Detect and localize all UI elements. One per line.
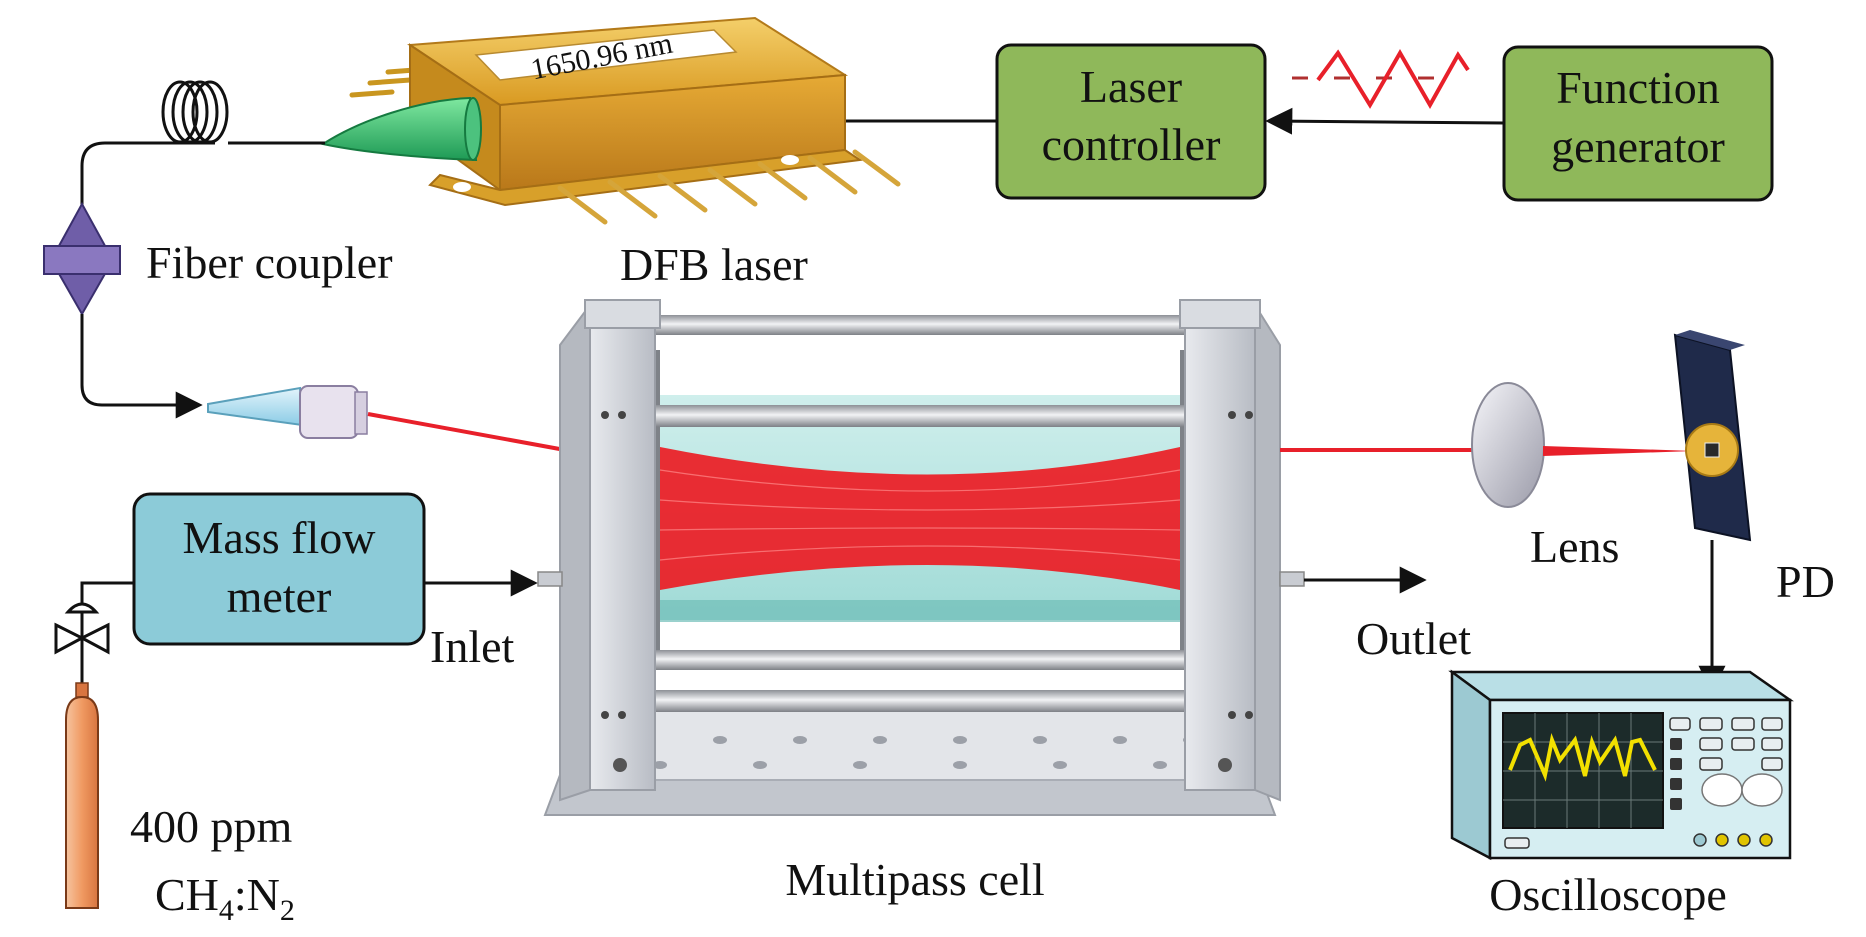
function-generator-label-line1: Function	[1556, 62, 1720, 113]
mass-flow-meter-label-line1: Mass flow	[183, 512, 377, 563]
oscilloscope-label: Oscilloscope	[1489, 869, 1727, 920]
inlet-label: Inlet	[430, 621, 515, 672]
dfb-laser-label: DFB laser	[620, 239, 808, 290]
laser-beam-input	[367, 412, 566, 452]
photodetector	[1673, 330, 1752, 542]
function-generator-label-line2: generator	[1551, 121, 1725, 172]
laser-controller-block: Laser controller	[995, 43, 1267, 200]
multipass-beam-pattern	[660, 447, 1180, 590]
lens-label: Lens	[1530, 521, 1619, 572]
mass-flow-meter-label-line2: meter	[227, 571, 332, 622]
pd-label: PD	[1776, 556, 1835, 607]
outlet-label: Outlet	[1356, 613, 1471, 664]
fiber-coupler-label: Fiber coupler	[146, 237, 393, 288]
multipass-cell	[537, 299, 1305, 816]
function-generator-block: Function generator	[1502, 45, 1774, 202]
gas-mixture-label: CH4:N2	[155, 869, 295, 927]
oscilloscope-trace	[1508, 733, 1657, 782]
focused-beam	[1543, 446, 1695, 456]
arrow-function-to-controller	[1265, 107, 1505, 135]
optical-fiber-top	[80, 80, 325, 214]
gas-concentration-label: 400 ppm	[130, 801, 293, 852]
multipass-cell-label: Multipass cell	[785, 854, 1044, 905]
dfb-laser-package: 1650.96 nm	[320, 16, 901, 225]
gas-valve	[54, 602, 110, 655]
triangle-wave-signal	[1292, 48, 1470, 110]
laser-controller-label-line1: Laser	[1080, 61, 1182, 112]
fiber-collimator	[207, 385, 368, 439]
oscilloscope	[1448, 669, 1794, 861]
fiber-coupler	[43, 201, 121, 317]
laser-controller-label-line2: controller	[1042, 119, 1221, 170]
gas-line-to-mfm	[80, 581, 134, 685]
mass-flow-meter-block: Mass flow meter	[132, 492, 426, 646]
gas-cylinder	[65, 682, 99, 909]
optical-fiber-to-collimator	[80, 314, 203, 419]
focusing-lens	[1471, 382, 1545, 508]
